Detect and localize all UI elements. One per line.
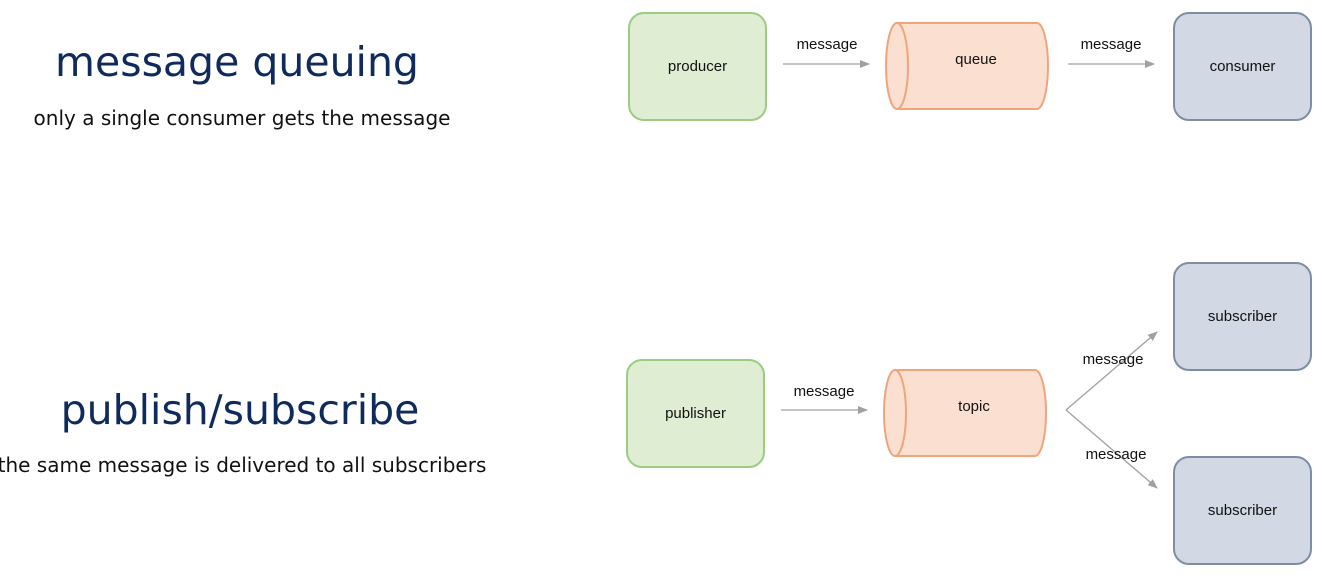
- topic-subscriber-2-edge-label: message: [1085, 446, 1147, 463]
- queuing-subtitle: only a single consumer gets the message: [33, 106, 451, 130]
- publisher-node: publisher: [626, 359, 765, 468]
- queue-consumer-edge-label: message: [1080, 36, 1142, 53]
- pubsub-title: publish/subscribe: [60, 386, 420, 434]
- topic-to-subscriber-2-arrow: [1065, 409, 1158, 489]
- subscriber-1-label: subscriber: [1207, 308, 1278, 325]
- queue-label: queue: [955, 51, 997, 68]
- topic-subscriber-1-edge-label: message: [1082, 351, 1144, 368]
- subscriber-node-1: subscriber: [1173, 262, 1312, 371]
- producer-label: producer: [667, 58, 728, 75]
- subscriber-2-label: subscriber: [1207, 502, 1278, 519]
- publisher-label: publisher: [665, 405, 726, 422]
- queuing-title: message queuing: [55, 38, 419, 86]
- topic-label: topic: [958, 398, 990, 415]
- producer-queue-edge-label: message: [796, 36, 858, 53]
- topic-cylinder: [883, 369, 1047, 457]
- consumer-node: consumer: [1173, 12, 1312, 121]
- publisher-topic-edge-label: message: [793, 383, 855, 400]
- topic-to-subscriber-1-arrow: [1065, 331, 1158, 411]
- producer-node: producer: [628, 12, 767, 121]
- subscriber-node-2: subscriber: [1173, 456, 1312, 565]
- queue-cylinder: [885, 22, 1049, 110]
- pubsub-subtitle: the same message is delivered to all sub…: [0, 453, 487, 477]
- consumer-label: consumer: [1209, 58, 1276, 75]
